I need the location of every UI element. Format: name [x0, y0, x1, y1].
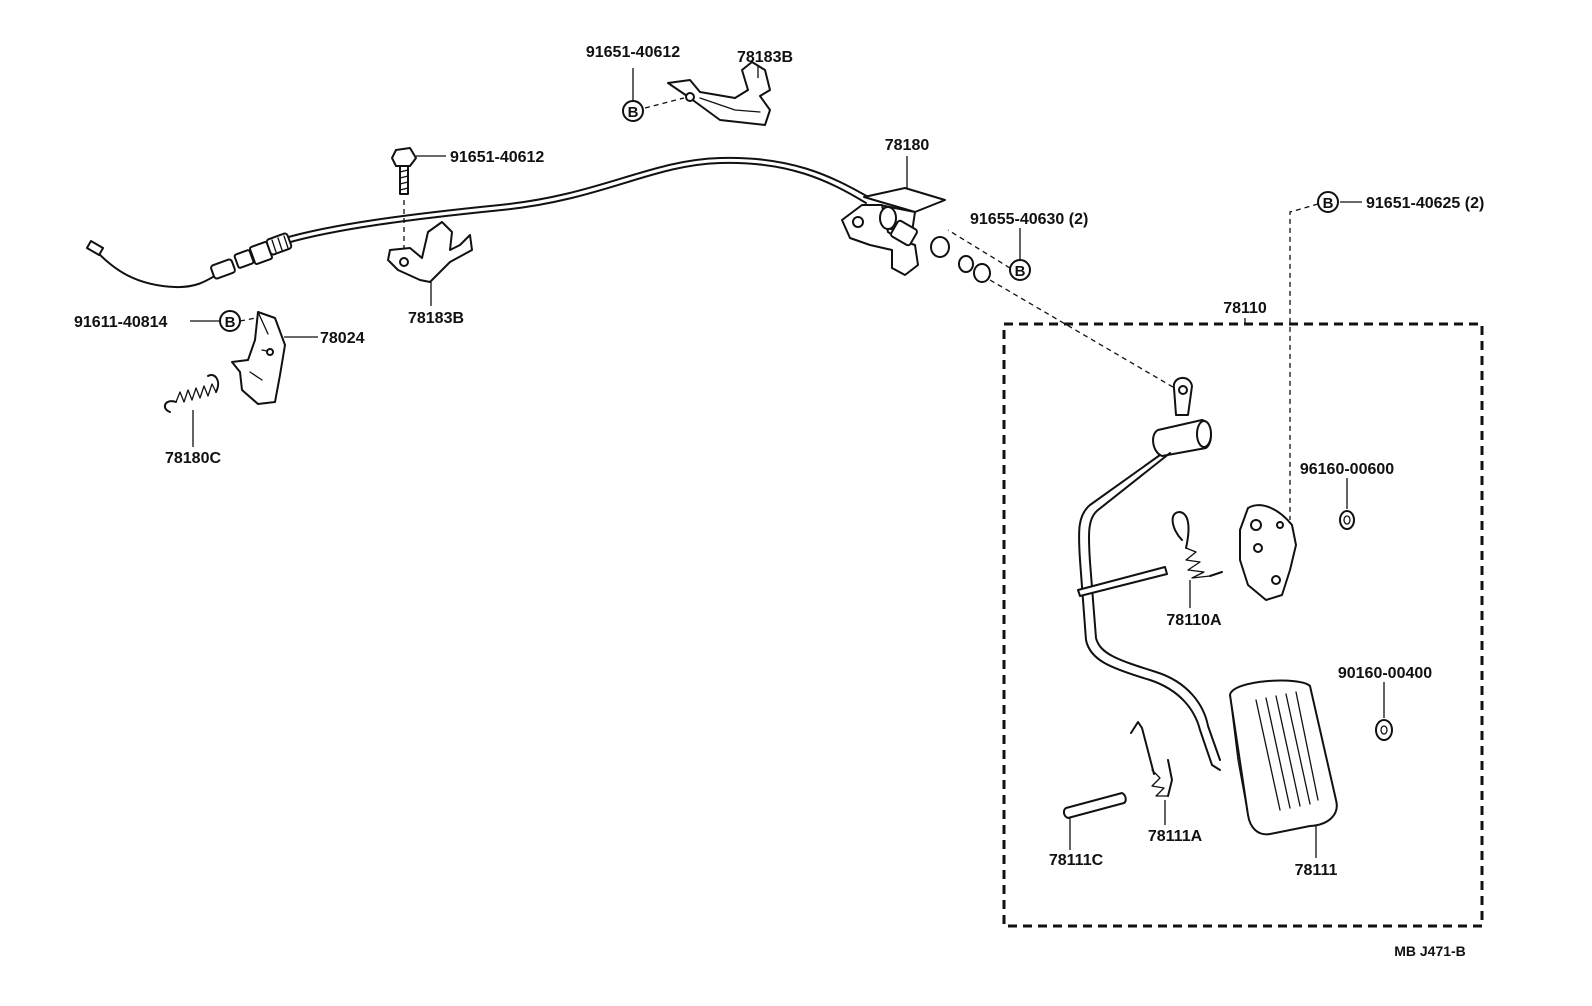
label-nut-cable: 91655-40630 (2) — [970, 211, 1088, 228]
cable-end-bracket — [841, 156, 991, 283]
pin — [1062, 792, 1127, 850]
callout-b-lever: B — [190, 310, 257, 332]
spring-left — [163, 374, 220, 447]
pedal-pad — [1229, 679, 1338, 858]
label-lever: 78024 — [320, 330, 365, 347]
label-spring-lower: 78111A — [1148, 828, 1203, 845]
label-washer-lower: 90160-00400 — [1338, 665, 1432, 682]
spring-upper — [1171, 511, 1223, 608]
label-bolt-lever: 91611-40814 — [74, 314, 168, 331]
callout-letter: B — [1323, 195, 1334, 212]
lever-part — [231, 311, 318, 405]
callout-b-top: B — [622, 68, 685, 122]
label-cable: 78180 — [885, 137, 930, 154]
pedal-arm — [1077, 377, 1221, 771]
callout-b-pedal: B — [1289, 191, 1362, 520]
cable-link-dash — [989, 279, 1179, 391]
label-bracket-mid: 78183B — [408, 310, 464, 327]
label-bolt-right: 91651-40625 (2) — [1366, 195, 1484, 212]
label-spring-left: 78180C — [165, 450, 221, 467]
label-bolt-top: 91651-40612 — [586, 44, 680, 61]
callout-b-cable: B — [947, 228, 1031, 281]
label-spring-upper: 78110A — [1166, 612, 1222, 629]
bolt-left — [391, 147, 446, 248]
label-pedal-pad: 78111 — [1295, 862, 1338, 879]
bracket-mid — [387, 221, 473, 306]
washer-upper — [1339, 478, 1355, 530]
assembly-frame — [1002, 318, 1484, 928]
pedal-bracket-plate — [1239, 504, 1297, 601]
label-bolt-left: 91651-40612 — [450, 149, 544, 166]
label-pin: 78111C — [1049, 852, 1104, 869]
washer-lower — [1375, 682, 1393, 741]
label-bracket-top: 78183B — [737, 49, 793, 66]
callout-letter: B — [1015, 263, 1026, 280]
label-washer-upper: 96160-00600 — [1300, 461, 1394, 478]
callout-letter: B — [225, 314, 236, 331]
label-assembly: 78110 — [1223, 300, 1267, 317]
bracket-top — [667, 61, 771, 126]
spring-lower — [1130, 721, 1173, 825]
callout-letter: B — [628, 104, 639, 121]
diagram-code: MB J471-B — [1394, 943, 1466, 959]
accelerator-cable — [85, 156, 871, 289]
